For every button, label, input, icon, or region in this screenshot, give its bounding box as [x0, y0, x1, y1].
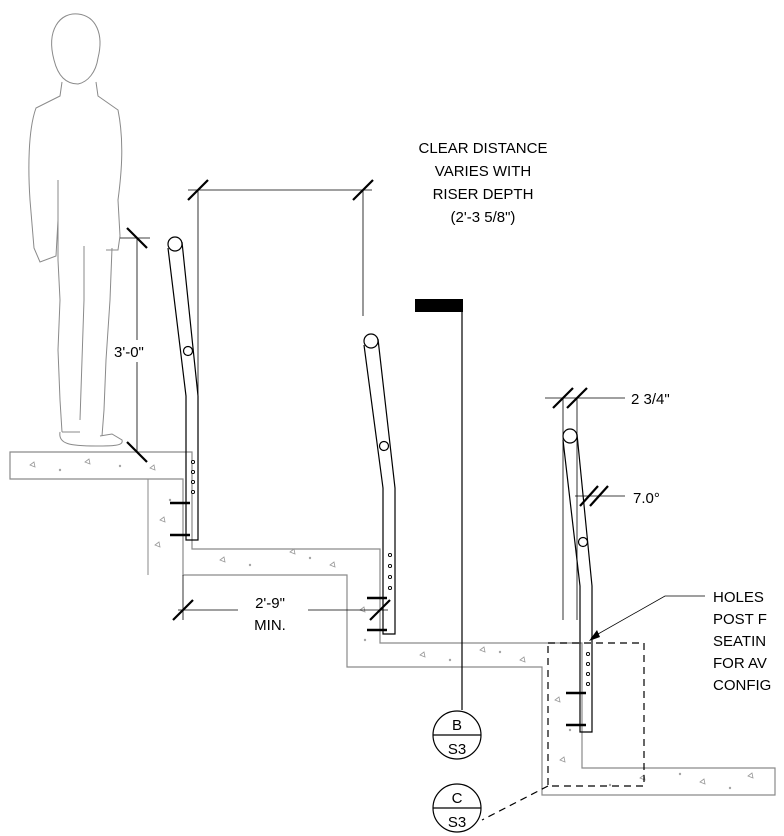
section-tag-b-letter: B [452, 717, 462, 734]
holes-note-line-4: FOR AV [713, 655, 767, 672]
height-label: 3'-0" [114, 344, 144, 361]
railing-post-3 [562, 398, 593, 733]
section-tag-c-sheet: S3 [448, 814, 466, 831]
holes-leader [589, 595, 705, 641]
holes-note-line-2: POST F [713, 611, 767, 628]
concrete-stair-slab [9, 451, 776, 796]
post-width-label: 2 3/4" [631, 391, 670, 408]
section-tag-c: C S3 [432, 783, 482, 833]
holes-note-line-5: CONFIG [713, 677, 771, 694]
tread-label-line-1: 2'-9" [255, 595, 285, 612]
section-cut-b-marker [415, 299, 463, 710]
human-figure [28, 13, 123, 447]
holes-note-line-3: SEATIN [713, 633, 766, 650]
railing-post-2 [363, 333, 396, 635]
angle-dimension [575, 485, 625, 507]
clear-distance-label-line-1: CLEAR DISTANCE [419, 140, 548, 157]
holes-note-line-1: HOLES [713, 589, 764, 606]
section-tag-b: B S3 [432, 710, 482, 760]
tread-label-mask [238, 597, 308, 645]
detail-c-leader [481, 785, 549, 821]
section-tag-c-letter: C [452, 790, 463, 807]
section-tag-b-sheet: S3 [448, 741, 466, 758]
clear-distance-dimension [187, 179, 374, 396]
post-width-dimension [545, 387, 625, 409]
railing-post-1 [167, 236, 199, 541]
clear-distance-label-line-4: (2'-3 5/8") [451, 209, 516, 226]
angle-label: 7.0° [633, 490, 660, 507]
clear-distance-label-line-3: RISER DEPTH [433, 186, 534, 203]
height-label-mask [112, 340, 162, 362]
tread-label-line-2: MIN. [254, 617, 286, 634]
clear-distance-label-line-2: VARIES WITH [435, 163, 531, 180]
detail-c-boundary [547, 642, 645, 787]
